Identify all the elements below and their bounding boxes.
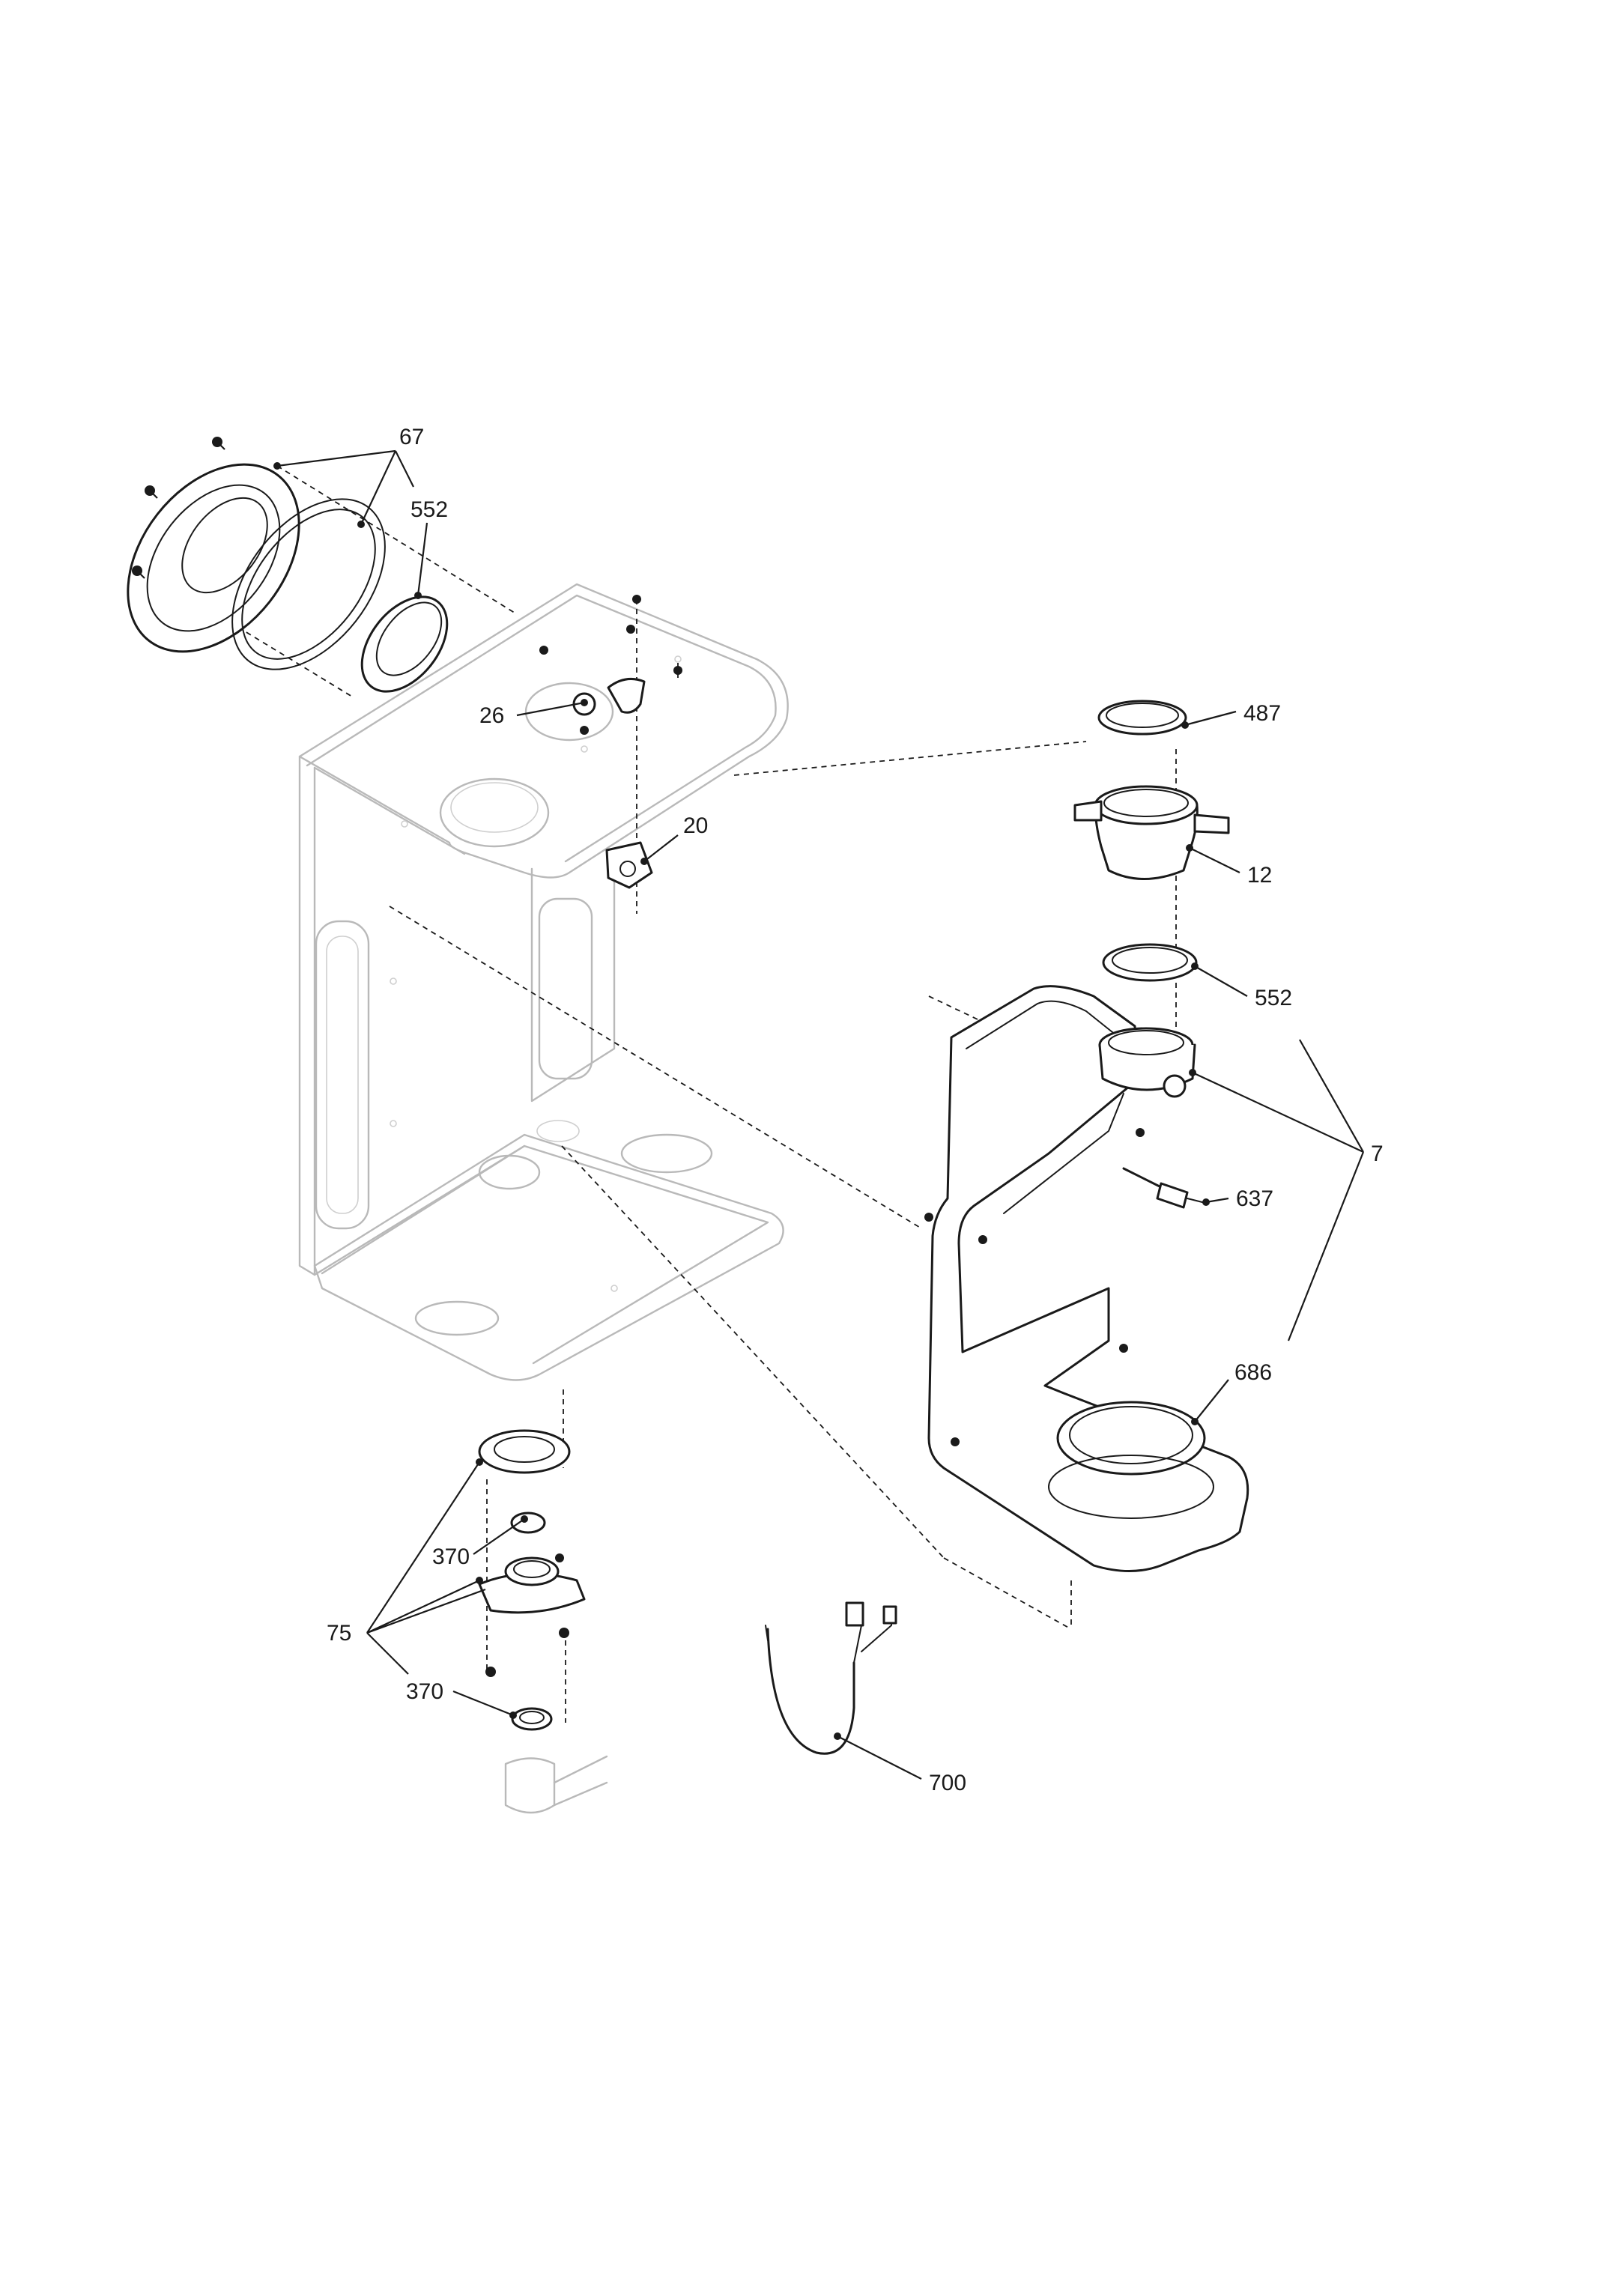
screw-icon <box>539 595 682 735</box>
leader-lines <box>273 449 1365 1780</box>
bracket-assembly <box>924 985 1249 1572</box>
callout-700: 700 <box>929 1771 966 1795</box>
flange-assembly <box>127 437 449 693</box>
callout-12: 12 <box>1247 863 1272 888</box>
callout-26: 26 <box>479 703 504 728</box>
callout-370-upper: 370 <box>432 1544 470 1569</box>
callout-75: 75 <box>327 1621 351 1646</box>
callout-686: 686 <box>1234 1360 1272 1385</box>
drain-assembly <box>478 1429 608 1814</box>
cabinet-frame <box>298 583 789 1381</box>
screw-icon <box>924 1128 1145 1446</box>
wiring-harness <box>765 1601 897 1755</box>
callout-552-right: 552 <box>1255 986 1292 1010</box>
callout-20: 20 <box>683 813 708 838</box>
callout-637: 637 <box>1236 1186 1273 1211</box>
callout-370-lower: 370 <box>406 1679 443 1704</box>
callout-67: 67 <box>399 425 424 449</box>
callout-552-top: 552 <box>410 497 448 522</box>
collar-stack <box>1073 700 1230 982</box>
callout-labels: 67 552 26 20 487 12 552 7 637 686 370 75… <box>327 425 1384 1795</box>
top-components <box>539 595 682 889</box>
callout-487: 487 <box>1243 701 1281 726</box>
screw-icon <box>485 1553 569 1677</box>
callout-7: 7 <box>1371 1141 1384 1166</box>
screw-icon <box>132 437 225 579</box>
